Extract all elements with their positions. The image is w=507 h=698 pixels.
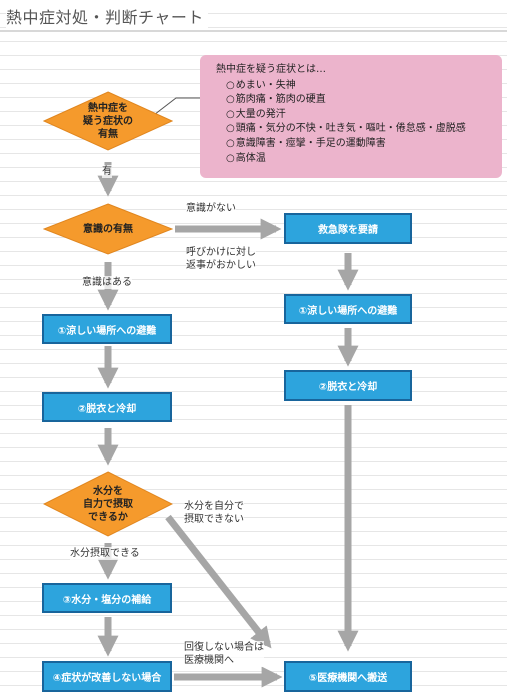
decision-consciousness: 意識の有無 xyxy=(43,203,173,255)
step-right-cool-place: ①涼しい場所への避難 xyxy=(284,294,412,324)
step-left-cool-place: ①涼しい場所への避難 xyxy=(42,314,172,344)
decision-symptoms-text: 熱中症を 疑う症状の 有無 xyxy=(83,102,133,140)
symptom-item: 大量の発汗 xyxy=(226,108,492,123)
symptoms-list: めまい・失神 筋肉痛・筋肉の硬直 大量の発汗 頭痛・気分の不快・吐き気・嘔吐・倦… xyxy=(216,79,492,167)
decision-symptoms: 熱中症を 疑う症状の 有無 xyxy=(43,91,173,151)
symptom-item: めまい・失神 xyxy=(226,79,492,94)
label-abnormal-response: 呼びかけに対し 返事がおかしい xyxy=(186,246,256,272)
label-no-recovery: 回復しない場合は 医療機関へ xyxy=(184,641,264,667)
label-conscious: 意識はある xyxy=(82,276,132,289)
page-title: 熱中症対処・判断チャート xyxy=(6,4,208,28)
step-right-undress-cool: ②脱衣と冷却 xyxy=(284,370,412,401)
step-right-hospital: ⑤医療機関へ搬送 xyxy=(284,661,412,692)
symptom-item: 意識障害・痙攣・手足の運動障害 xyxy=(226,137,492,152)
symptom-item: 高体温 xyxy=(226,152,492,167)
title-divider xyxy=(0,30,507,32)
step-right-call-ambulance: 救急隊を要請 xyxy=(284,213,412,244)
step-left-undress-cool: ②脱衣と冷却 xyxy=(42,392,172,422)
label-yes: 有 xyxy=(102,165,112,178)
step-left-no-improvement: ④症状が改善しない場合 xyxy=(42,661,172,692)
step-left-hydrate: ③水分・塩分の補給 xyxy=(42,583,172,613)
decision-drink: 水分を 自力で摂取 できるか xyxy=(43,471,173,537)
symptoms-callout: 熱中症を疑う症状とは… めまい・失神 筋肉痛・筋肉の硬直 大量の発汗 頭痛・気分… xyxy=(200,55,502,178)
symptoms-intro: 熱中症を疑う症状とは… xyxy=(216,64,326,75)
symptom-item: 筋肉痛・筋肉の硬直 xyxy=(226,93,492,108)
label-can-drink: 水分摂取できる xyxy=(70,547,140,560)
arrow-d3-to-right4 xyxy=(165,514,272,649)
label-unconscious: 意識がない xyxy=(186,202,236,215)
decision-consciousness-text: 意識の有無 xyxy=(83,223,133,235)
symptoms-callout-line xyxy=(149,97,200,119)
decision-drink-text: 水分を 自力で摂取 できるか xyxy=(83,485,133,523)
label-cannot-drink: 水分を自分で 摂取できない xyxy=(184,500,244,526)
symptom-item: 頭痛・気分の不快・吐き気・嘔吐・倦怠感・虚脱感 xyxy=(226,122,492,137)
